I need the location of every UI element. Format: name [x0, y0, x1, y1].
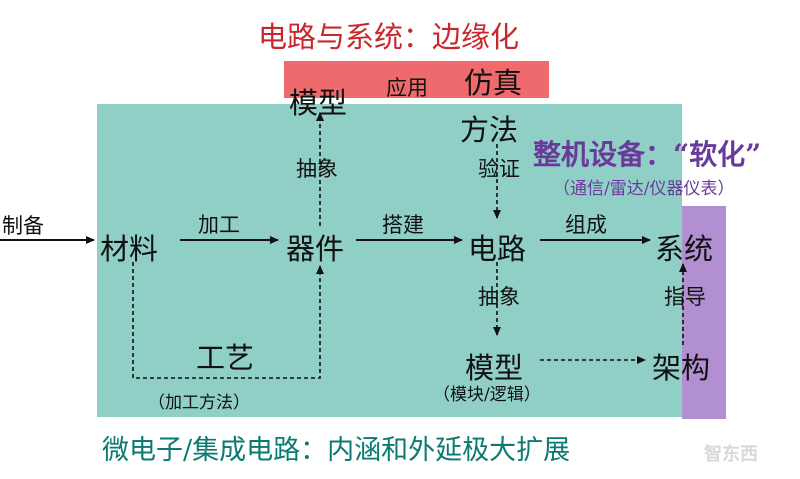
- right-subtitle: （通信/雷达/仪器仪表）: [553, 179, 735, 199]
- label-compose: 组成: [565, 213, 607, 237]
- label-verify: 验证: [478, 157, 520, 181]
- node-architecture: 架构: [652, 351, 711, 385]
- node-process: 工艺: [196, 341, 255, 375]
- pink-region: [284, 61, 549, 98]
- watermark-logo: 智东西: [704, 444, 758, 465]
- node-system: 系统: [655, 232, 714, 266]
- model-note: （模块/逻辑）: [433, 385, 541, 405]
- process-note: （加工方法）: [148, 393, 250, 413]
- arrow-process-loop: [132, 262, 324, 379]
- label-process: 加工: [198, 213, 240, 237]
- node-simulation: 仿真: [464, 66, 523, 100]
- diagram-title: 电路与系统：边缘化: [258, 20, 520, 54]
- right-title: 整机设备：“软化”: [533, 138, 762, 171]
- label-apply: 应用: [386, 76, 428, 100]
- node-circuit: 电路: [468, 232, 527, 266]
- node-method: 方法: [460, 113, 519, 147]
- node-material: 材料: [100, 232, 159, 266]
- label-fabricate: 制备: [2, 214, 44, 238]
- purple-region: [682, 206, 726, 419]
- label-abstract-upper: 抽象: [296, 157, 338, 181]
- label-build: 搭建: [382, 213, 424, 237]
- label-abstract-lower: 抽象: [478, 285, 520, 309]
- bottom-caption: 微电子/集成电路：内涵和外延极大扩展: [102, 435, 571, 466]
- node-model: 模型: [465, 351, 524, 385]
- label-guide: 指导: [664, 285, 706, 309]
- node-device: 器件: [286, 232, 345, 266]
- teal-region: [97, 104, 682, 417]
